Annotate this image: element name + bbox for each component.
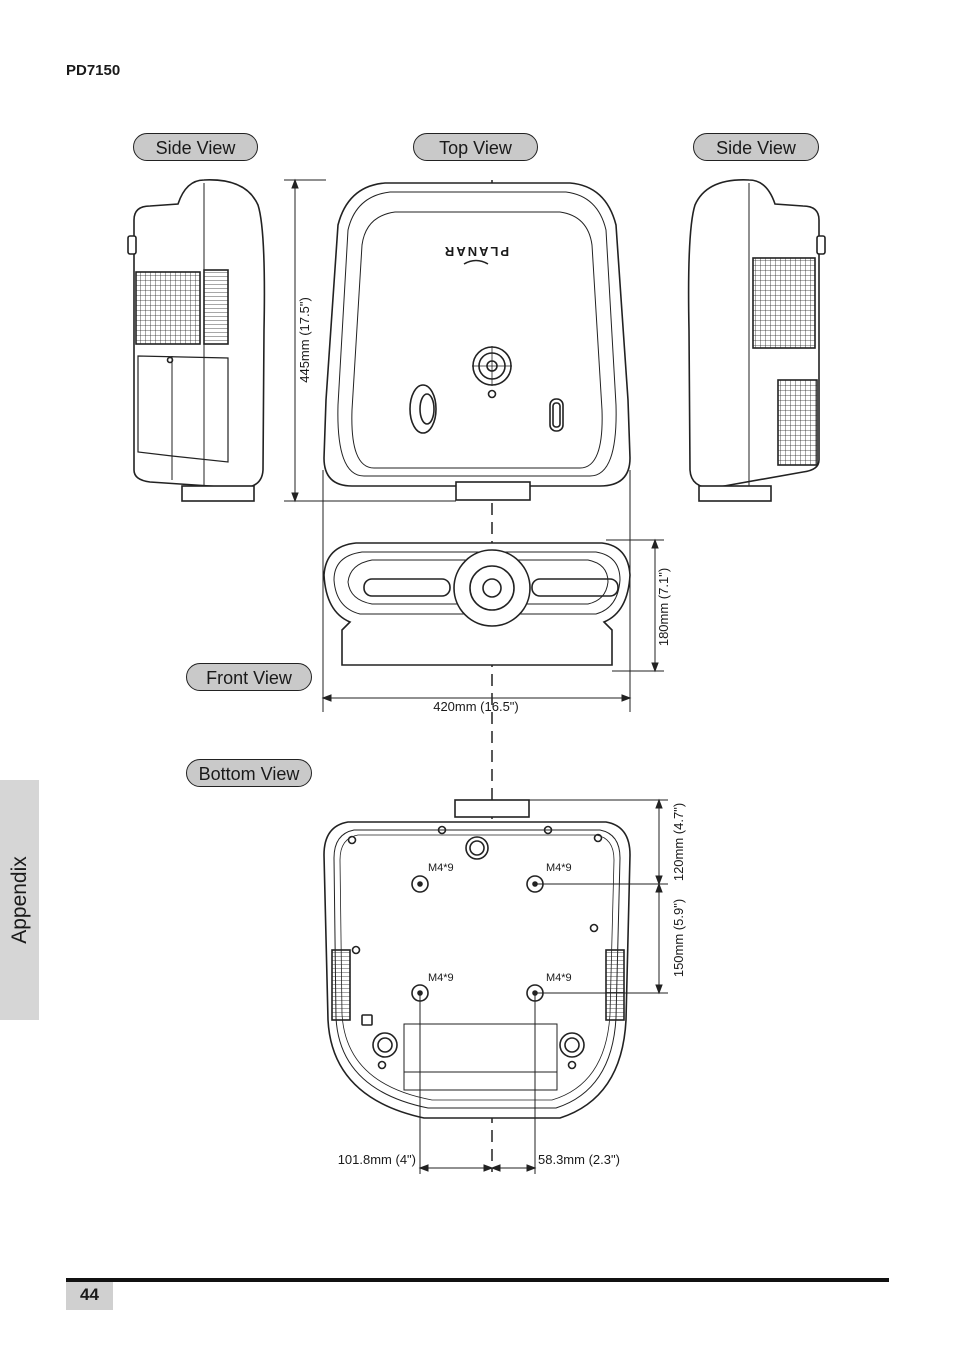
- bottom-view-drawing: [323, 799, 631, 1119]
- screw-hole-label-2: M4*9: [546, 862, 572, 874]
- offset-left-dimension-label: 101.8mm (4"): [338, 1152, 416, 1167]
- side-view-right-drawing: [687, 179, 826, 502]
- width-dimension-line: [321, 470, 632, 712]
- mount-spacing-dimension-label: 150mm (5.9"): [671, 899, 686, 977]
- screw-hole-label-1: M4*9: [428, 862, 454, 874]
- section-tab: Appendix: [0, 780, 39, 1020]
- label-front-view: Front View: [186, 663, 312, 691]
- svg-text:PLANAR: PLANAR: [443, 244, 509, 259]
- mount-dimension-lines: [529, 798, 668, 995]
- screw-hole-label-4: M4*9: [546, 972, 572, 984]
- model-name: PD7150: [66, 62, 121, 79]
- height-dimension-label: 180mm (7.1"): [656, 568, 671, 646]
- top-view-drawing: [323, 182, 631, 501]
- front-view-drawing: [323, 542, 631, 666]
- side-view-left-drawing: [127, 179, 266, 502]
- label-side-view-left: Side View: [133, 133, 258, 161]
- height-dimension-line: [606, 538, 664, 673]
- footer-rule: [66, 1278, 889, 1282]
- label-side-view-right: Side View: [693, 133, 819, 161]
- label-top-view: Top View: [413, 133, 538, 161]
- page-number: 44: [66, 1282, 113, 1310]
- width-dimension-label: 420mm (16.5"): [433, 699, 519, 714]
- offset-right-dimension-label: 58.3mm (2.3"): [538, 1152, 620, 1167]
- offset-dimension-lines: [418, 993, 537, 1174]
- screw-hole-label-3: M4*9: [428, 972, 454, 984]
- planar-logo: PLANAR: [443, 244, 509, 265]
- mount-front-dimension-label: 120mm (4.7"): [671, 803, 686, 881]
- label-bottom-view: Bottom View: [186, 759, 312, 787]
- depth-dimension-line: [284, 178, 456, 503]
- depth-dimension-label: 445mm (17.5"): [297, 297, 312, 383]
